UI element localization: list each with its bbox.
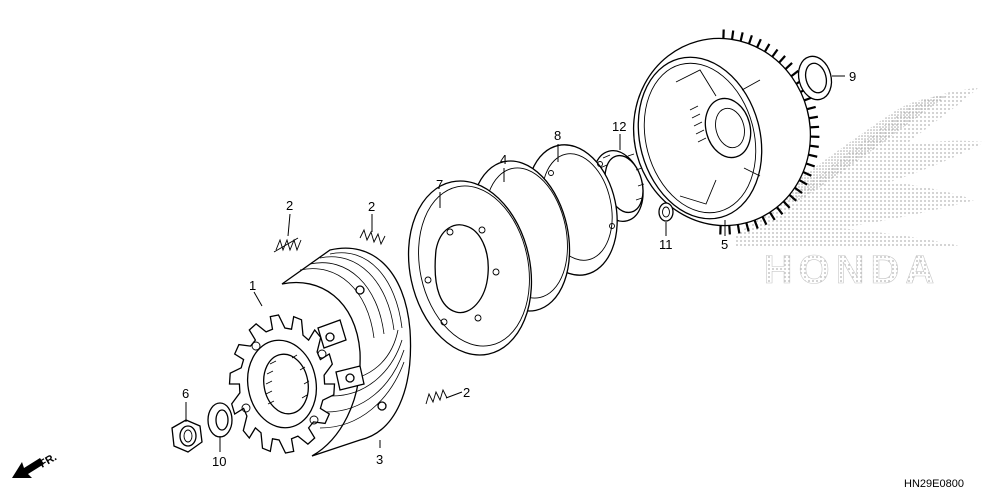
gear-tooth bbox=[736, 224, 741, 234]
callouts: 1 2 2 2 3 4 5 6 7 8 9 10 11 12 bbox=[182, 69, 856, 469]
part-11-circlip bbox=[658, 202, 674, 222]
direction-label: FR. bbox=[38, 451, 59, 470]
gear-tooth bbox=[761, 216, 768, 226]
gear-tooth bbox=[806, 105, 816, 111]
part-5-clutch-outer bbox=[632, 29, 820, 235]
gear-tooth bbox=[810, 125, 820, 129]
part-2-spring-upper-middle bbox=[359, 228, 386, 246]
callout-11: 11 bbox=[659, 237, 673, 252]
gear-tooth bbox=[794, 186, 803, 194]
gear-tooth bbox=[728, 225, 731, 235]
gear-tooth bbox=[778, 55, 786, 64]
callout-7: 7 bbox=[436, 177, 443, 192]
part-2-spring-lower bbox=[425, 388, 448, 405]
callout-2-upper-left: 2 bbox=[286, 198, 293, 213]
gear-tooth bbox=[788, 194, 797, 202]
callout-4: 4 bbox=[500, 152, 507, 167]
callout-9: 9 bbox=[849, 69, 856, 84]
callout-12: 12 bbox=[612, 119, 626, 134]
gear-tooth bbox=[769, 211, 776, 221]
gear-tooth bbox=[784, 62, 793, 70]
gear-tooth bbox=[753, 219, 759, 229]
gear-tooth bbox=[805, 162, 816, 168]
gear-tooth bbox=[739, 32, 744, 42]
part-9-thrust-washer bbox=[797, 55, 833, 101]
gear-tooth bbox=[808, 115, 819, 120]
part-3-clutch-weight-assembly bbox=[281, 247, 412, 457]
gear-tooth bbox=[756, 38, 762, 48]
callout-5: 5 bbox=[721, 237, 728, 252]
part-6-hex-nut bbox=[171, 419, 203, 453]
gear-tooth bbox=[763, 43, 771, 53]
gear-tooth bbox=[808, 153, 818, 158]
diagram-code: HN29E0800 bbox=[904, 478, 964, 490]
callout-10: 10 bbox=[212, 454, 226, 469]
leader-lines bbox=[185, 75, 845, 452]
gear-tooth bbox=[802, 170, 812, 177]
gear-tooth bbox=[730, 30, 735, 40]
watermark-text: HONDA bbox=[764, 248, 941, 292]
honda-wing-watermark: HONDA bbox=[735, 88, 985, 292]
gear-tooth bbox=[771, 48, 779, 58]
callout-1: 1 bbox=[249, 278, 256, 293]
part-10-washer bbox=[207, 402, 233, 438]
gear-tooth bbox=[745, 222, 750, 232]
part-1-drive-plate bbox=[228, 314, 336, 454]
callout-2-lower: 2 bbox=[463, 385, 470, 400]
gear-tooth bbox=[747, 34, 753, 45]
gear-tooth bbox=[809, 144, 819, 148]
gear-tooth bbox=[798, 179, 808, 186]
callout-2-upper-middle: 2 bbox=[368, 199, 375, 214]
front-direction-arrow: FR. bbox=[12, 451, 59, 478]
gear-tooth bbox=[776, 206, 784, 215]
callout-3: 3 bbox=[376, 452, 383, 467]
part-2-spring-upper-left bbox=[273, 237, 302, 253]
callout-6: 6 bbox=[182, 386, 189, 401]
callout-8: 8 bbox=[554, 128, 561, 143]
part-7-clutch-plate bbox=[407, 180, 533, 356]
gear-tooth bbox=[782, 200, 791, 209]
gear-tooth bbox=[790, 69, 800, 78]
